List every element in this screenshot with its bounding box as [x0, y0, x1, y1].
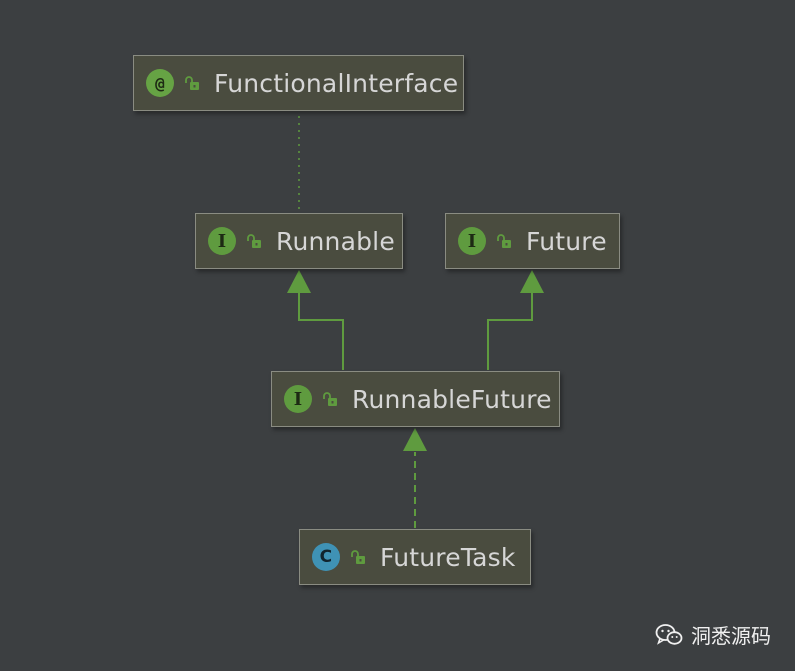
- edge-runnable-future-to-runnable: [298, 292, 344, 370]
- node-runnable-future[interactable]: I RunnableFuture: [271, 371, 560, 427]
- node-runnable[interactable]: I Runnable: [195, 213, 403, 269]
- arrowhead-runnable-future: [403, 428, 427, 451]
- annotation-badge-icon: @: [146, 69, 174, 97]
- unlock-icon: [497, 234, 511, 248]
- node-label: FunctionalInterface: [214, 68, 459, 98]
- node-future[interactable]: I Future: [445, 213, 620, 269]
- node-label: RunnableFuture: [352, 384, 552, 414]
- watermark-text: 洞悉源码: [691, 624, 771, 648]
- arrowhead-runnable: [287, 270, 311, 293]
- edge-runnable-future-to-future: [487, 292, 533, 370]
- unlock-icon: [185, 76, 199, 90]
- unlock-icon: [247, 234, 261, 248]
- node-label: Future: [526, 226, 607, 256]
- interface-badge-icon: I: [208, 227, 236, 255]
- node-label: FutureTask: [380, 542, 516, 572]
- interface-badge-icon: I: [284, 385, 312, 413]
- unlock-icon: [351, 550, 365, 564]
- arrowhead-future: [520, 270, 544, 293]
- interface-badge-icon: I: [458, 227, 486, 255]
- node-future-task[interactable]: C FutureTask: [299, 529, 531, 585]
- class-badge-icon: C: [312, 543, 340, 571]
- node-label: Runnable: [276, 226, 395, 256]
- watermark: 洞悉源码: [655, 620, 771, 649]
- node-functional-interface[interactable]: @ FunctionalInterface: [133, 55, 464, 111]
- wechat-icon: [655, 623, 683, 645]
- unlock-icon: [323, 392, 337, 406]
